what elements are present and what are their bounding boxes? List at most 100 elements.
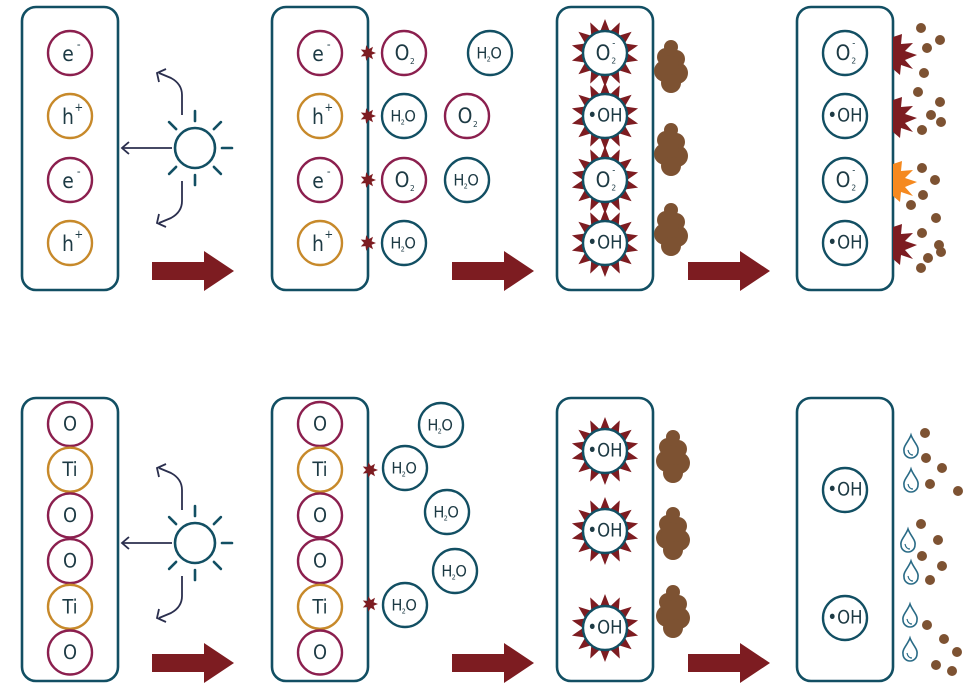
panel-8-washed [795,396,895,683]
molecule-oxygen-label: O [395,41,410,65]
dirt-particle [920,428,930,438]
dirt-particle [919,68,929,78]
particle-electron-ring [296,29,344,77]
water-drop-icon [902,601,918,628]
radical-hydroxyl-ring [581,604,629,652]
dirt-particle [952,647,962,657]
sun-ray [212,515,223,526]
particle-electron: e- [46,156,94,204]
dirt-particle [953,486,963,496]
atom-titanium-label: Ti [61,458,77,481]
molecule-water-h: H [476,44,487,63]
atom-oxygen-label: O [63,550,77,573]
atom-titanium-label: Ti [311,595,327,618]
molecule-oxygen-ring [380,156,428,204]
atom-titanium: Ti [46,446,94,493]
particle-electron-ring [46,29,94,77]
atom-oxygen-label: O [313,550,327,573]
dirt-particle [937,561,947,571]
radical-superoxide-sub: 2 [851,183,856,193]
radical-hydroxyl-label: •OH [587,618,622,639]
radical-hydroxyl-label: •OH [587,106,622,127]
molecule-water-sub: 2 [402,607,406,616]
dirt-blob-icon-lobe [659,55,679,75]
atom-oxygen-ring [296,492,344,539]
particle-hole-ring [296,219,344,267]
radical-hydroxyl-label: •OH [827,233,862,254]
atom-oxygen-label: O [313,504,327,527]
burst-icon [893,34,917,75]
molecule-water-sub: 2 [401,118,405,127]
radical-hydroxyl-ring [821,219,869,267]
dirt-particle [923,253,933,263]
radical-hydroxyl: •OH [581,507,629,555]
dirt-blob-icon [656,585,690,638]
arrowhead [155,463,167,478]
atom-oxygen-ring [46,400,94,448]
molecule-oxygen-ring [443,92,491,140]
dirt-particle [916,23,926,33]
dirt-blob-icon [656,430,690,483]
dirt-blob-icon [654,40,688,93]
particle-electron-sign: - [77,164,81,178]
burst-icon [360,108,376,124]
molecule-water-o: O [490,44,502,63]
water-drop-icon-outline [903,558,919,585]
molecule-water-h: H [391,459,402,478]
water-drop-icon-outline [900,526,916,553]
radical-superoxide: O-2 [581,156,629,204]
molecule-water-sub: 2 [438,427,442,436]
arrow-right-icon [452,251,534,291]
atom-oxygen-label: O [313,413,327,436]
burst-icon [893,97,917,138]
radical-hydroxyl-label: •OH [587,521,622,542]
dirt-particle [918,190,928,200]
dirt-particle [935,35,945,45]
molecule-water-ring [381,581,429,629]
dirt-blob-icon-lobe [661,445,681,465]
molecule-water-sub: 2 [444,514,448,523]
sun-ray [212,560,223,571]
particle-electron: e- [46,29,94,77]
dirt-particle [921,453,931,463]
molecule-water-h: H [390,234,401,253]
dirt-particle [931,660,941,670]
molecule-water-h: H [390,107,401,126]
atom-oxygen-ring [296,629,344,676]
particle-electron-sign: - [77,37,81,51]
dirt-particle [926,110,936,120]
dirt-blob-icon-lobe [659,218,679,238]
sun-ray [167,560,178,571]
atom-titanium-ring [46,583,94,630]
radical-hydroxyl: •OH [581,427,629,475]
dirt-particle [930,175,940,185]
atom-oxygen-label: O [63,641,77,664]
sun-top [120,68,234,228]
dirt-blob-icon-lobe [663,463,683,483]
particle-hole-sign: + [324,227,333,241]
radical-hydroxyl-label: •OH [827,106,862,127]
arrow-right-icon [152,251,234,291]
dirt-particle [913,87,923,97]
radical-superoxide-sign: - [852,166,855,177]
particle-hole-label: h [312,232,324,256]
radical-hydroxyl-ring [821,594,869,642]
dirt-particle [922,620,932,630]
molecule-water-ring [417,401,465,449]
molecule-water-o: O [467,171,479,190]
radical-hydroxyl-label: •OH [587,441,622,462]
particle-hole-ring [46,92,94,140]
arrowhead [120,536,130,550]
radical-hydroxyl: •OH [821,466,869,514]
radical-superoxide-sub: 2 [851,56,856,66]
dirt-particle [916,519,926,529]
photon-arrow [158,181,183,224]
molecule-water-h: H [391,596,402,615]
radical-superoxide-sign: - [612,39,615,50]
